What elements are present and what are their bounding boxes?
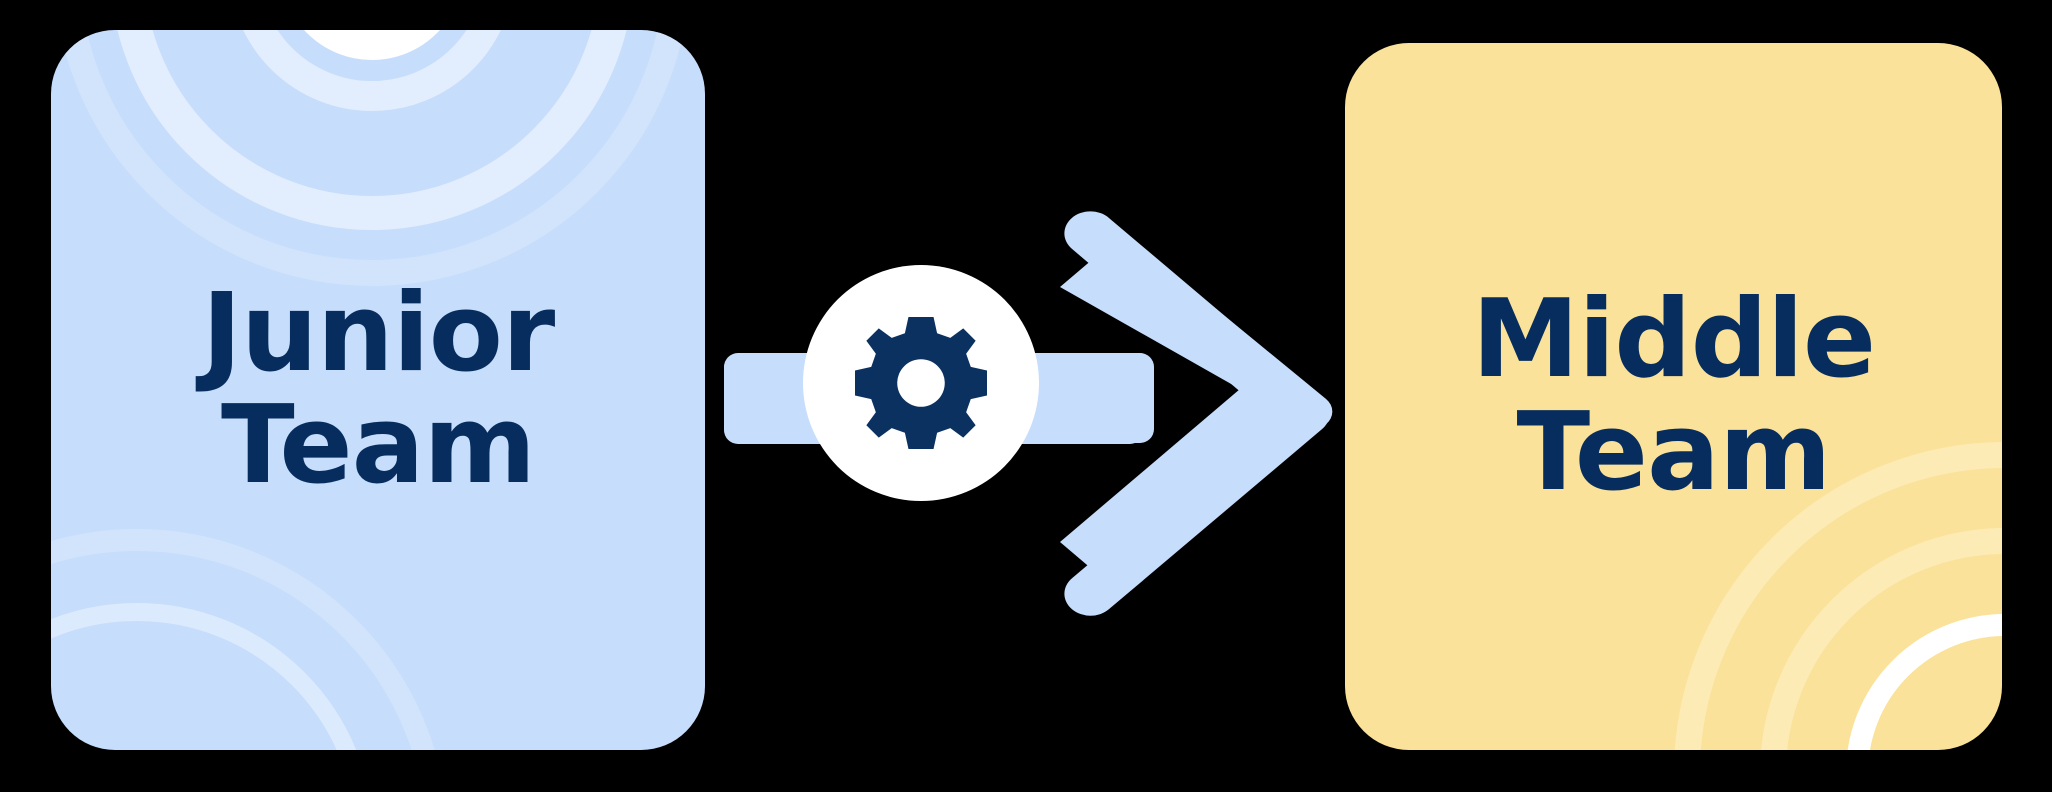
- node-junior-team[interactable]: Junior Team: [51, 30, 705, 750]
- gear-icon: [855, 317, 987, 449]
- transition-arrow-group[interactable]: [700, 160, 1350, 640]
- node-junior-team-label: Junior Team: [201, 270, 555, 508]
- node-middle-team[interactable]: Middle Team: [1345, 43, 2002, 750]
- node-middle-team-label: Middle Team: [1471, 277, 1876, 515]
- gear-badge[interactable]: [803, 265, 1039, 501]
